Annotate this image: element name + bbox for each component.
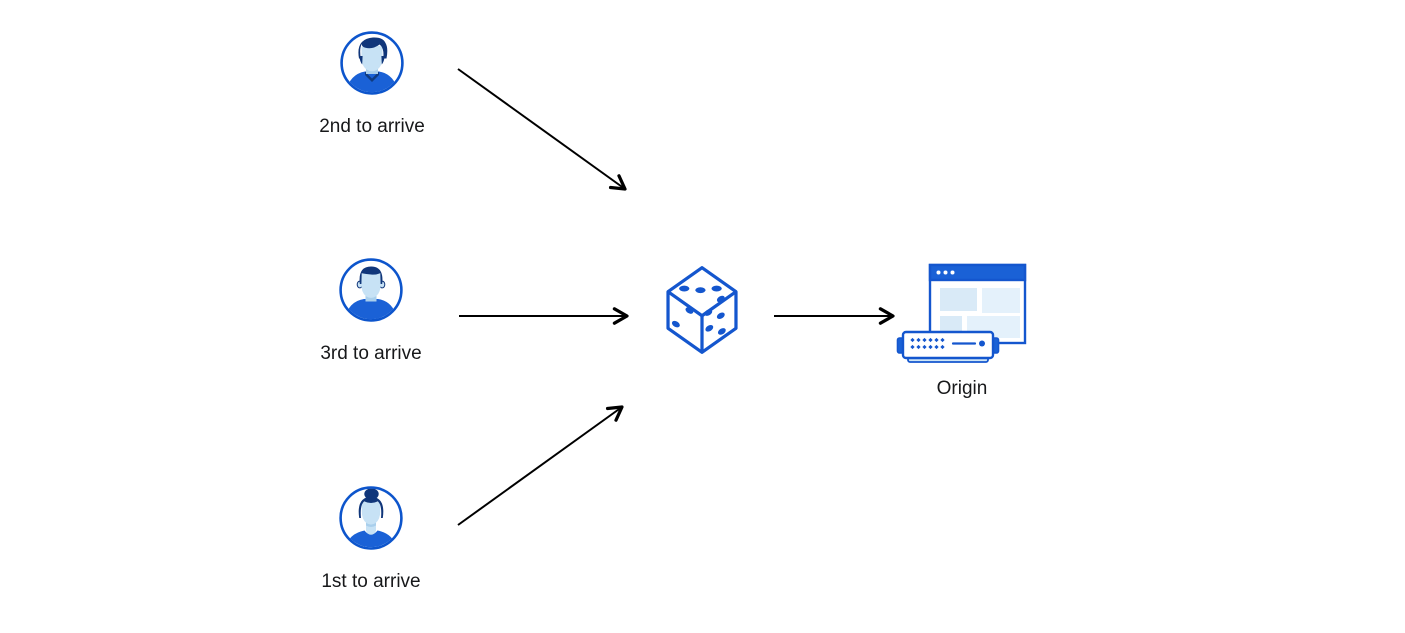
user-label-3rd: 3rd to arrive xyxy=(320,343,422,364)
dice-icon xyxy=(666,266,738,354)
origin-label: Origin xyxy=(936,378,988,399)
user-node-2nd-to-arrive: 2nd to arrive xyxy=(319,30,425,137)
arrow-user-bottom-to-dice xyxy=(457,405,624,526)
man-swoop-hair-avatar-icon xyxy=(340,31,404,95)
user-label-1st: 1st to arrive xyxy=(321,571,421,592)
user-label-2nd: 2nd to arrive xyxy=(319,116,425,137)
arrow-user-top-to-dice xyxy=(457,68,627,191)
origin-server-icon xyxy=(896,263,1027,363)
woman-bun-hair-avatar-icon xyxy=(339,486,403,550)
randomizer-node xyxy=(664,264,740,356)
origin-node: Origin xyxy=(896,256,1028,399)
user-node-3rd-to-arrive: 3rd to arrive xyxy=(320,257,422,364)
user-node-1st-to-arrive: 1st to arrive xyxy=(321,485,421,592)
man-short-hair-avatar-icon xyxy=(339,258,403,322)
